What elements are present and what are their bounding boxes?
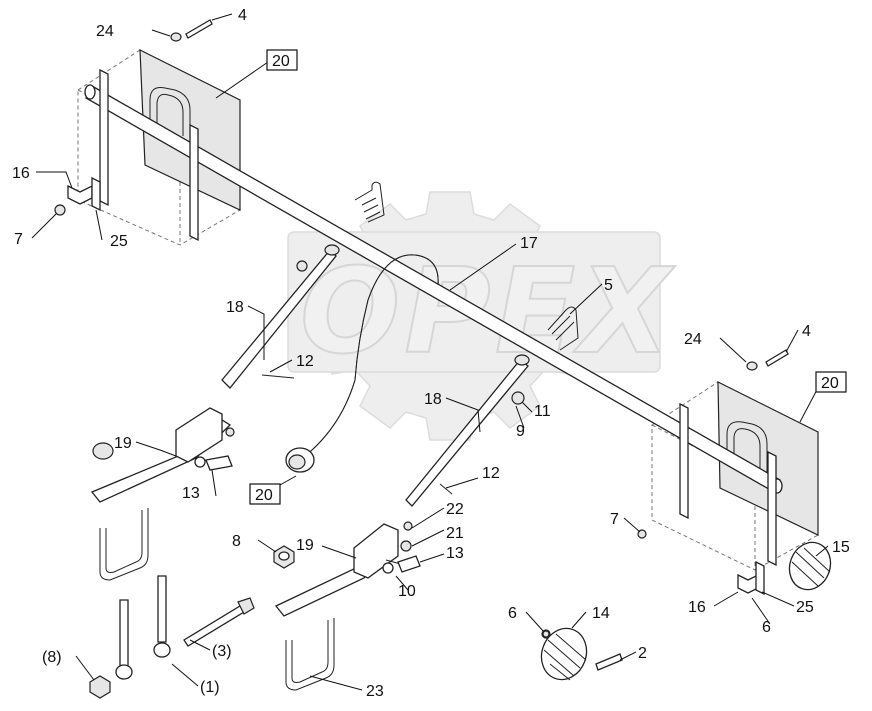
top-fasteners-left (170, 19, 213, 42)
top-u-bolt (354, 181, 385, 223)
callout-25-left: 25 (110, 233, 128, 250)
callout-labels: 24 4 20 16 7 25 17 5 18 12 11 9 18 24 4 … (12, 7, 850, 700)
cable-connector (285, 254, 439, 473)
callout-8-paren: (8) (42, 649, 62, 666)
callout-11: 11 (534, 403, 551, 420)
callout-18-left: 18 (226, 299, 244, 316)
right-mount-bracket (274, 521, 413, 617)
left-bracket (54, 176, 101, 216)
callout-25-right: 25 (796, 599, 814, 616)
callout-16-left: 16 (12, 165, 30, 182)
callout-6-right: 6 (762, 619, 771, 636)
callout-8: 8 (232, 533, 241, 550)
right-wheel-block (651, 381, 819, 571)
callout-13-left: 13 (182, 485, 200, 502)
callout-22: 22 (446, 501, 464, 518)
callout-13-right: 13 (446, 545, 464, 562)
pin-13-left (194, 455, 233, 471)
right-vertical-bars (679, 402, 777, 567)
callout-10: 10 (398, 583, 416, 600)
callout-20-right: 20 (821, 375, 839, 392)
leader-lines (31, 13, 829, 691)
callout-20-bottom: 20 (255, 487, 273, 504)
callout-16-right: 16 (688, 599, 706, 616)
callout-4-right: 4 (802, 323, 811, 340)
callout-4-top: 4 (238, 7, 247, 24)
callout-24-right: 24 (684, 331, 702, 348)
reflector-14 (540, 627, 623, 681)
left-u-bolt (99, 508, 149, 581)
callout-box-20-bottom (249, 483, 281, 505)
callout-2: 2 (638, 645, 647, 662)
callout-20-top: 20 (272, 53, 290, 70)
top-fasteners-right (746, 349, 789, 371)
left-strut (221, 244, 340, 389)
u-bolt-5 (547, 306, 579, 351)
callout-17: 17 (520, 235, 538, 252)
right-bracket (737, 560, 765, 596)
bolt-set (89, 575, 255, 699)
callout-1: (1) (200, 679, 220, 696)
callout-23: 23 (366, 683, 384, 700)
washer-6-left (542, 630, 550, 638)
callout-19-right: 19 (296, 537, 314, 554)
callout-24-top: 24 (96, 23, 114, 40)
callout-5: 5 (604, 277, 613, 294)
callout-19-left: 19 (114, 435, 132, 452)
callout-9: 9 (516, 423, 525, 440)
callout-12-right: 12 (482, 465, 500, 482)
nut-8 (273, 545, 295, 569)
callout-7-left: 7 (14, 231, 23, 248)
callout-18-right: 18 (424, 391, 442, 408)
callout-21: 21 (446, 525, 464, 542)
left-mount-bracket (90, 407, 235, 503)
callout-box-20-right (815, 371, 847, 393)
callout-15: 15 (832, 539, 850, 556)
right-u-bolt (285, 618, 335, 691)
right-strut (405, 354, 530, 507)
left-vertical-bars (99, 68, 199, 242)
callout-14: 14 (592, 605, 610, 622)
pin-13-right (382, 555, 421, 574)
callout-box-20-top (266, 49, 298, 71)
callout-12-left: 12 (296, 353, 314, 370)
callout-6-left: 6 (508, 605, 517, 622)
callout-7-right: 7 (610, 511, 619, 528)
reflector-15 (788, 541, 832, 591)
watermark-text: OPEX (300, 242, 675, 380)
callout-3: (3) (212, 643, 232, 660)
